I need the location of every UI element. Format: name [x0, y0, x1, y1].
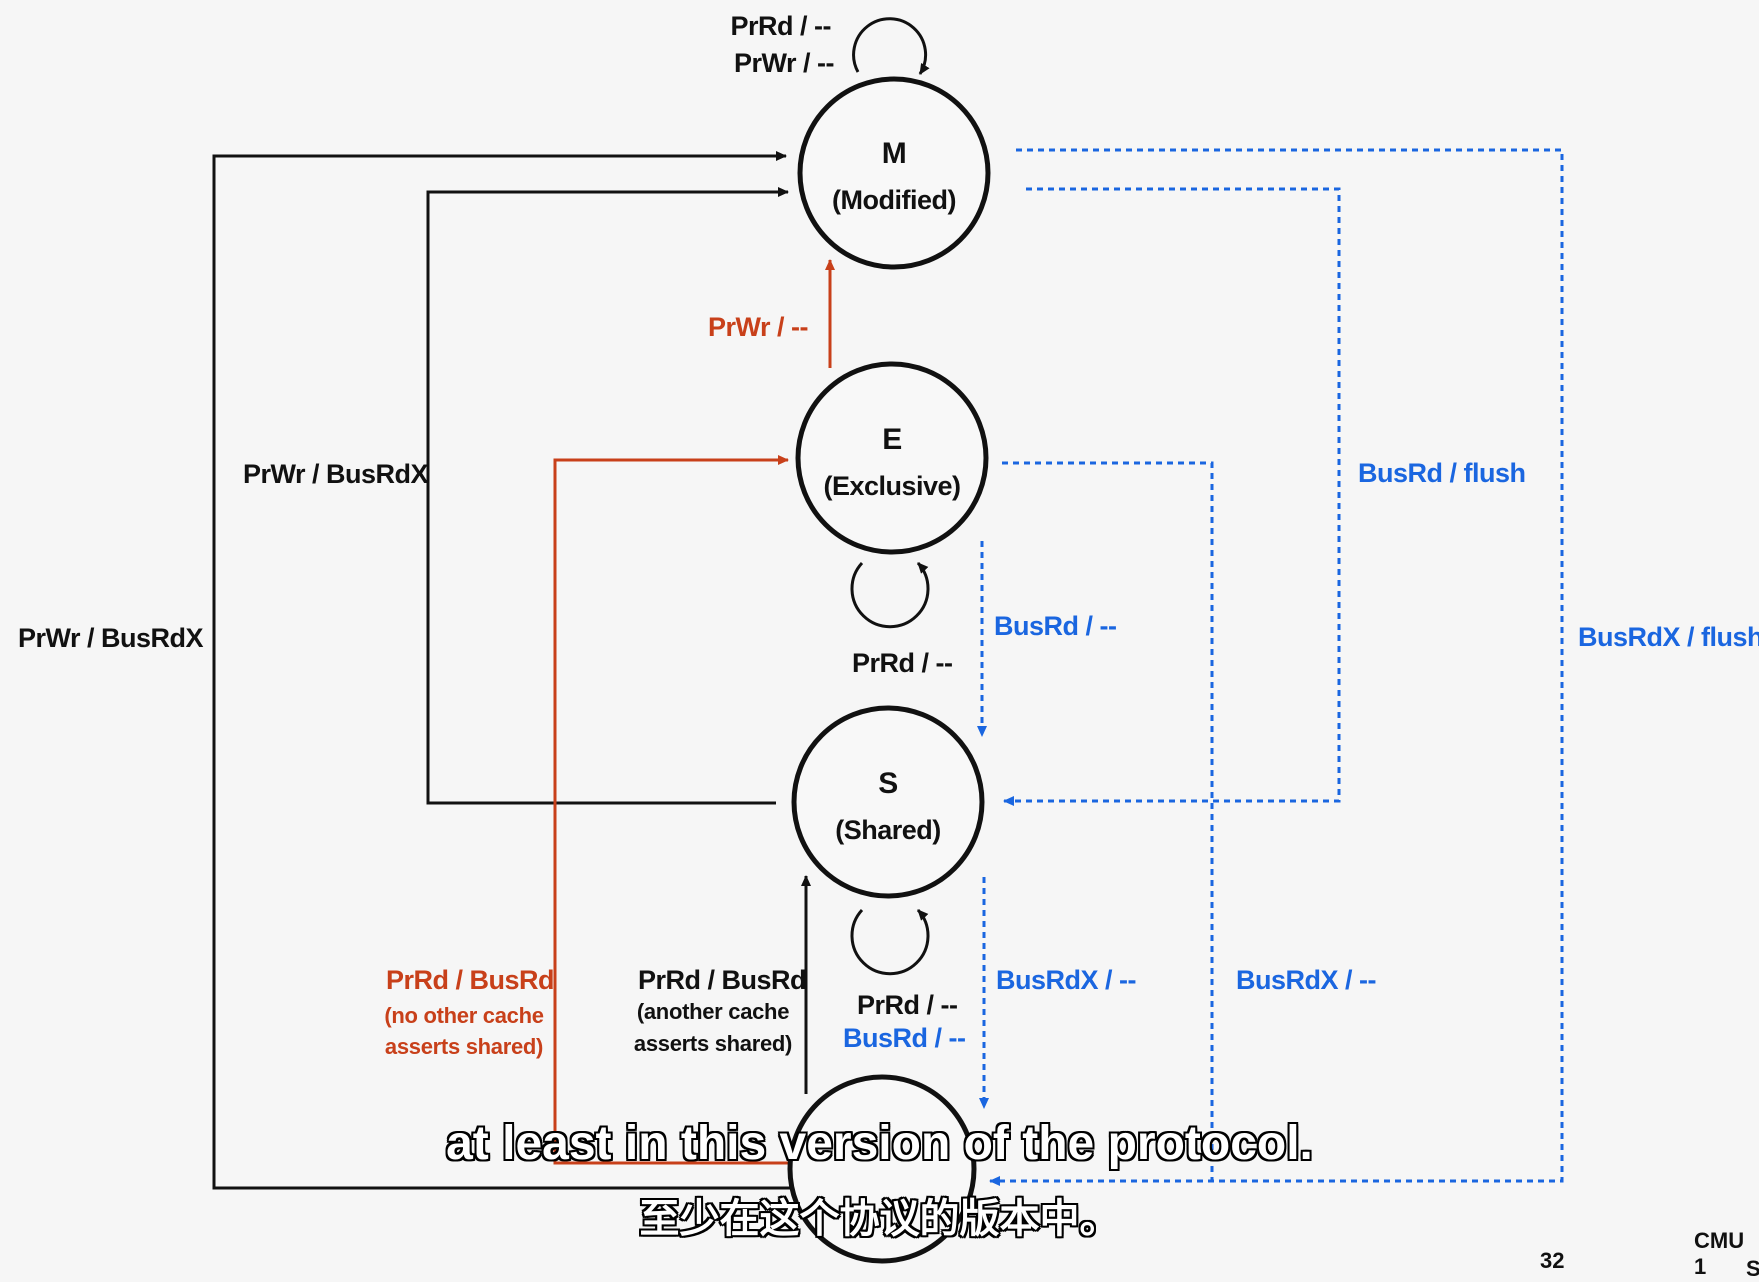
footer-course-label-2: S [1746, 1256, 1759, 1281]
edge-i-to-m [212, 151, 880, 1190]
label-i-to-s-note-2: asserts shared) [634, 1031, 792, 1056]
subtitle-chinese: 至少在这个协议的版本中。 [639, 1196, 1120, 1242]
label-s-to-i: BusRdX / -- [996, 965, 1136, 995]
state-exclusive: E (Exclusive) [795, 361, 989, 555]
state-invalid-partial [787, 1074, 977, 1264]
state-shared: S (Shared) [791, 705, 985, 899]
label-s-to-m: PrWr / BusRdX [243, 459, 429, 489]
state-exclusive-name: (Exclusive) [823, 471, 960, 501]
label-i-to-m: PrWr / BusRdX [18, 623, 204, 653]
label-i-to-e-note-1: (no other cache [384, 1003, 543, 1028]
label-i-to-e-note-2: asserts shared) [385, 1034, 543, 1059]
label-e-to-m: PrWr / -- [708, 312, 808, 342]
label-i-to-s-note-1: (another cache [637, 999, 789, 1024]
loop-s-self [850, 908, 930, 976]
label-e-to-s: BusRd / -- [994, 611, 1117, 641]
state-shared-letter: S [878, 767, 898, 800]
label-m-to-i: BusRdX / flush [1578, 622, 1759, 652]
edge-m-to-s [1003, 187, 1341, 806]
label-m-self-prrd: PrRd / -- [731, 11, 832, 41]
edge-m-to-i [989, 148, 1564, 1186]
label-m-to-s: BusRd / flush [1358, 458, 1526, 488]
label-e-to-i: BusRdX / -- [1236, 965, 1376, 995]
state-modified-name: (Modified) [832, 185, 956, 215]
label-s-self-busrd: BusRd / -- [843, 1023, 966, 1053]
loop-e-self [850, 561, 930, 629]
label-e-self: PrRd / -- [852, 648, 953, 678]
page-number: 32 [1540, 1248, 1565, 1273]
state-modified: M (Modified) [797, 76, 991, 270]
state-exclusive-letter: E [882, 423, 902, 456]
label-i-to-s: PrRd / BusRd [638, 965, 806, 995]
state-shared-name: (Shared) [835, 815, 941, 845]
label-m-self-prwr: PrWr / -- [734, 48, 834, 78]
loop-m-self [852, 17, 930, 75]
footer-course-label: CMU 1 [1694, 1228, 1745, 1279]
edge-e-to-i [1002, 461, 1214, 1181]
edge-s-to-m [426, 187, 789, 805]
subtitle-english: at least in this version of the protocol… [446, 1117, 1313, 1170]
state-modified-letter: M [882, 137, 907, 170]
edge-i-to-e [553, 455, 810, 1165]
label-s-self-prrd: PrRd / -- [857, 990, 958, 1020]
label-i-to-e: PrRd / BusRd [386, 965, 554, 995]
